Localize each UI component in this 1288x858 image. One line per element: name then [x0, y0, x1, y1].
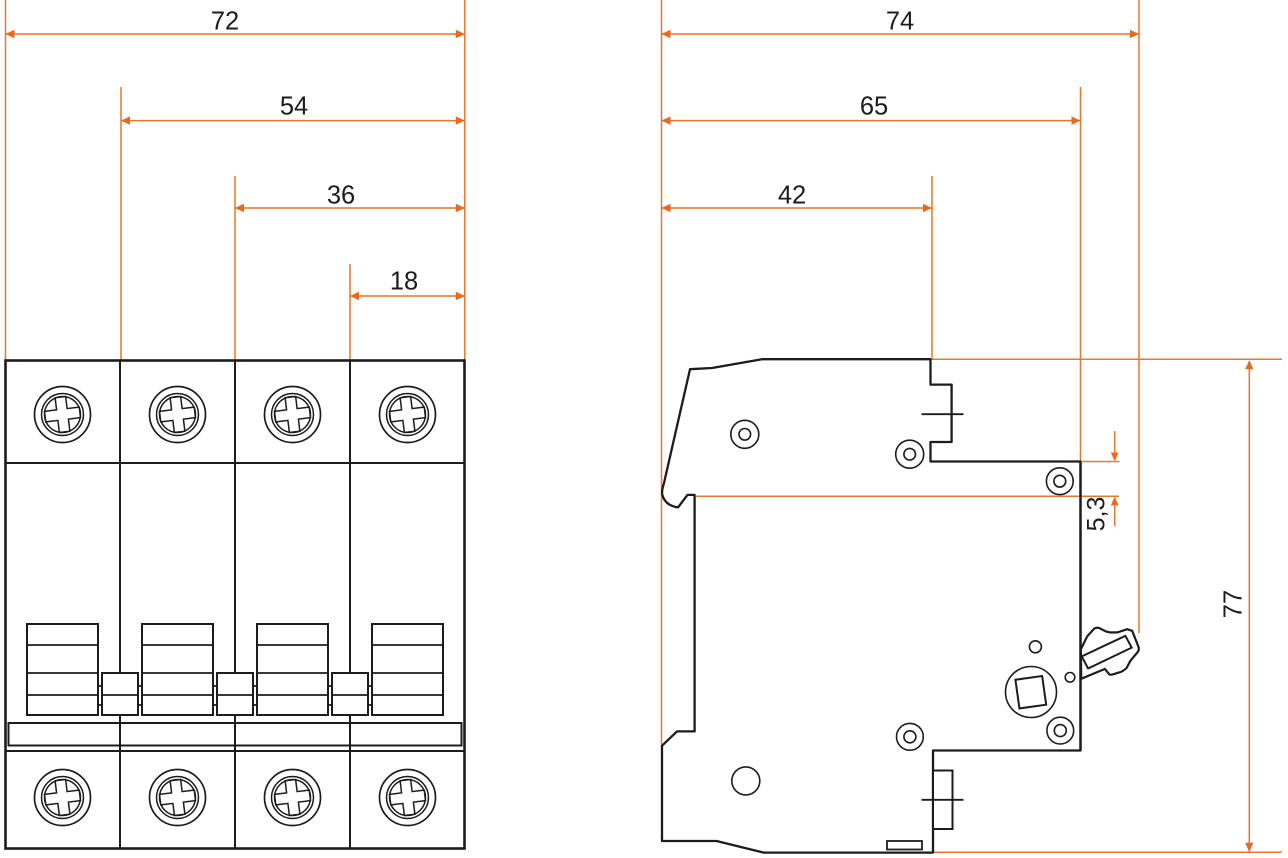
svg-text:18: 18 — [390, 268, 418, 296]
svg-text:42: 42 — [778, 182, 806, 210]
svg-text:74: 74 — [886, 8, 914, 36]
svg-text:54: 54 — [280, 93, 308, 121]
svg-text:72: 72 — [211, 8, 239, 36]
svg-text:36: 36 — [327, 182, 355, 210]
svg-text:77: 77 — [1220, 590, 1248, 618]
svg-text:5,3: 5,3 — [1083, 497, 1111, 532]
svg-text:65: 65 — [860, 93, 888, 121]
